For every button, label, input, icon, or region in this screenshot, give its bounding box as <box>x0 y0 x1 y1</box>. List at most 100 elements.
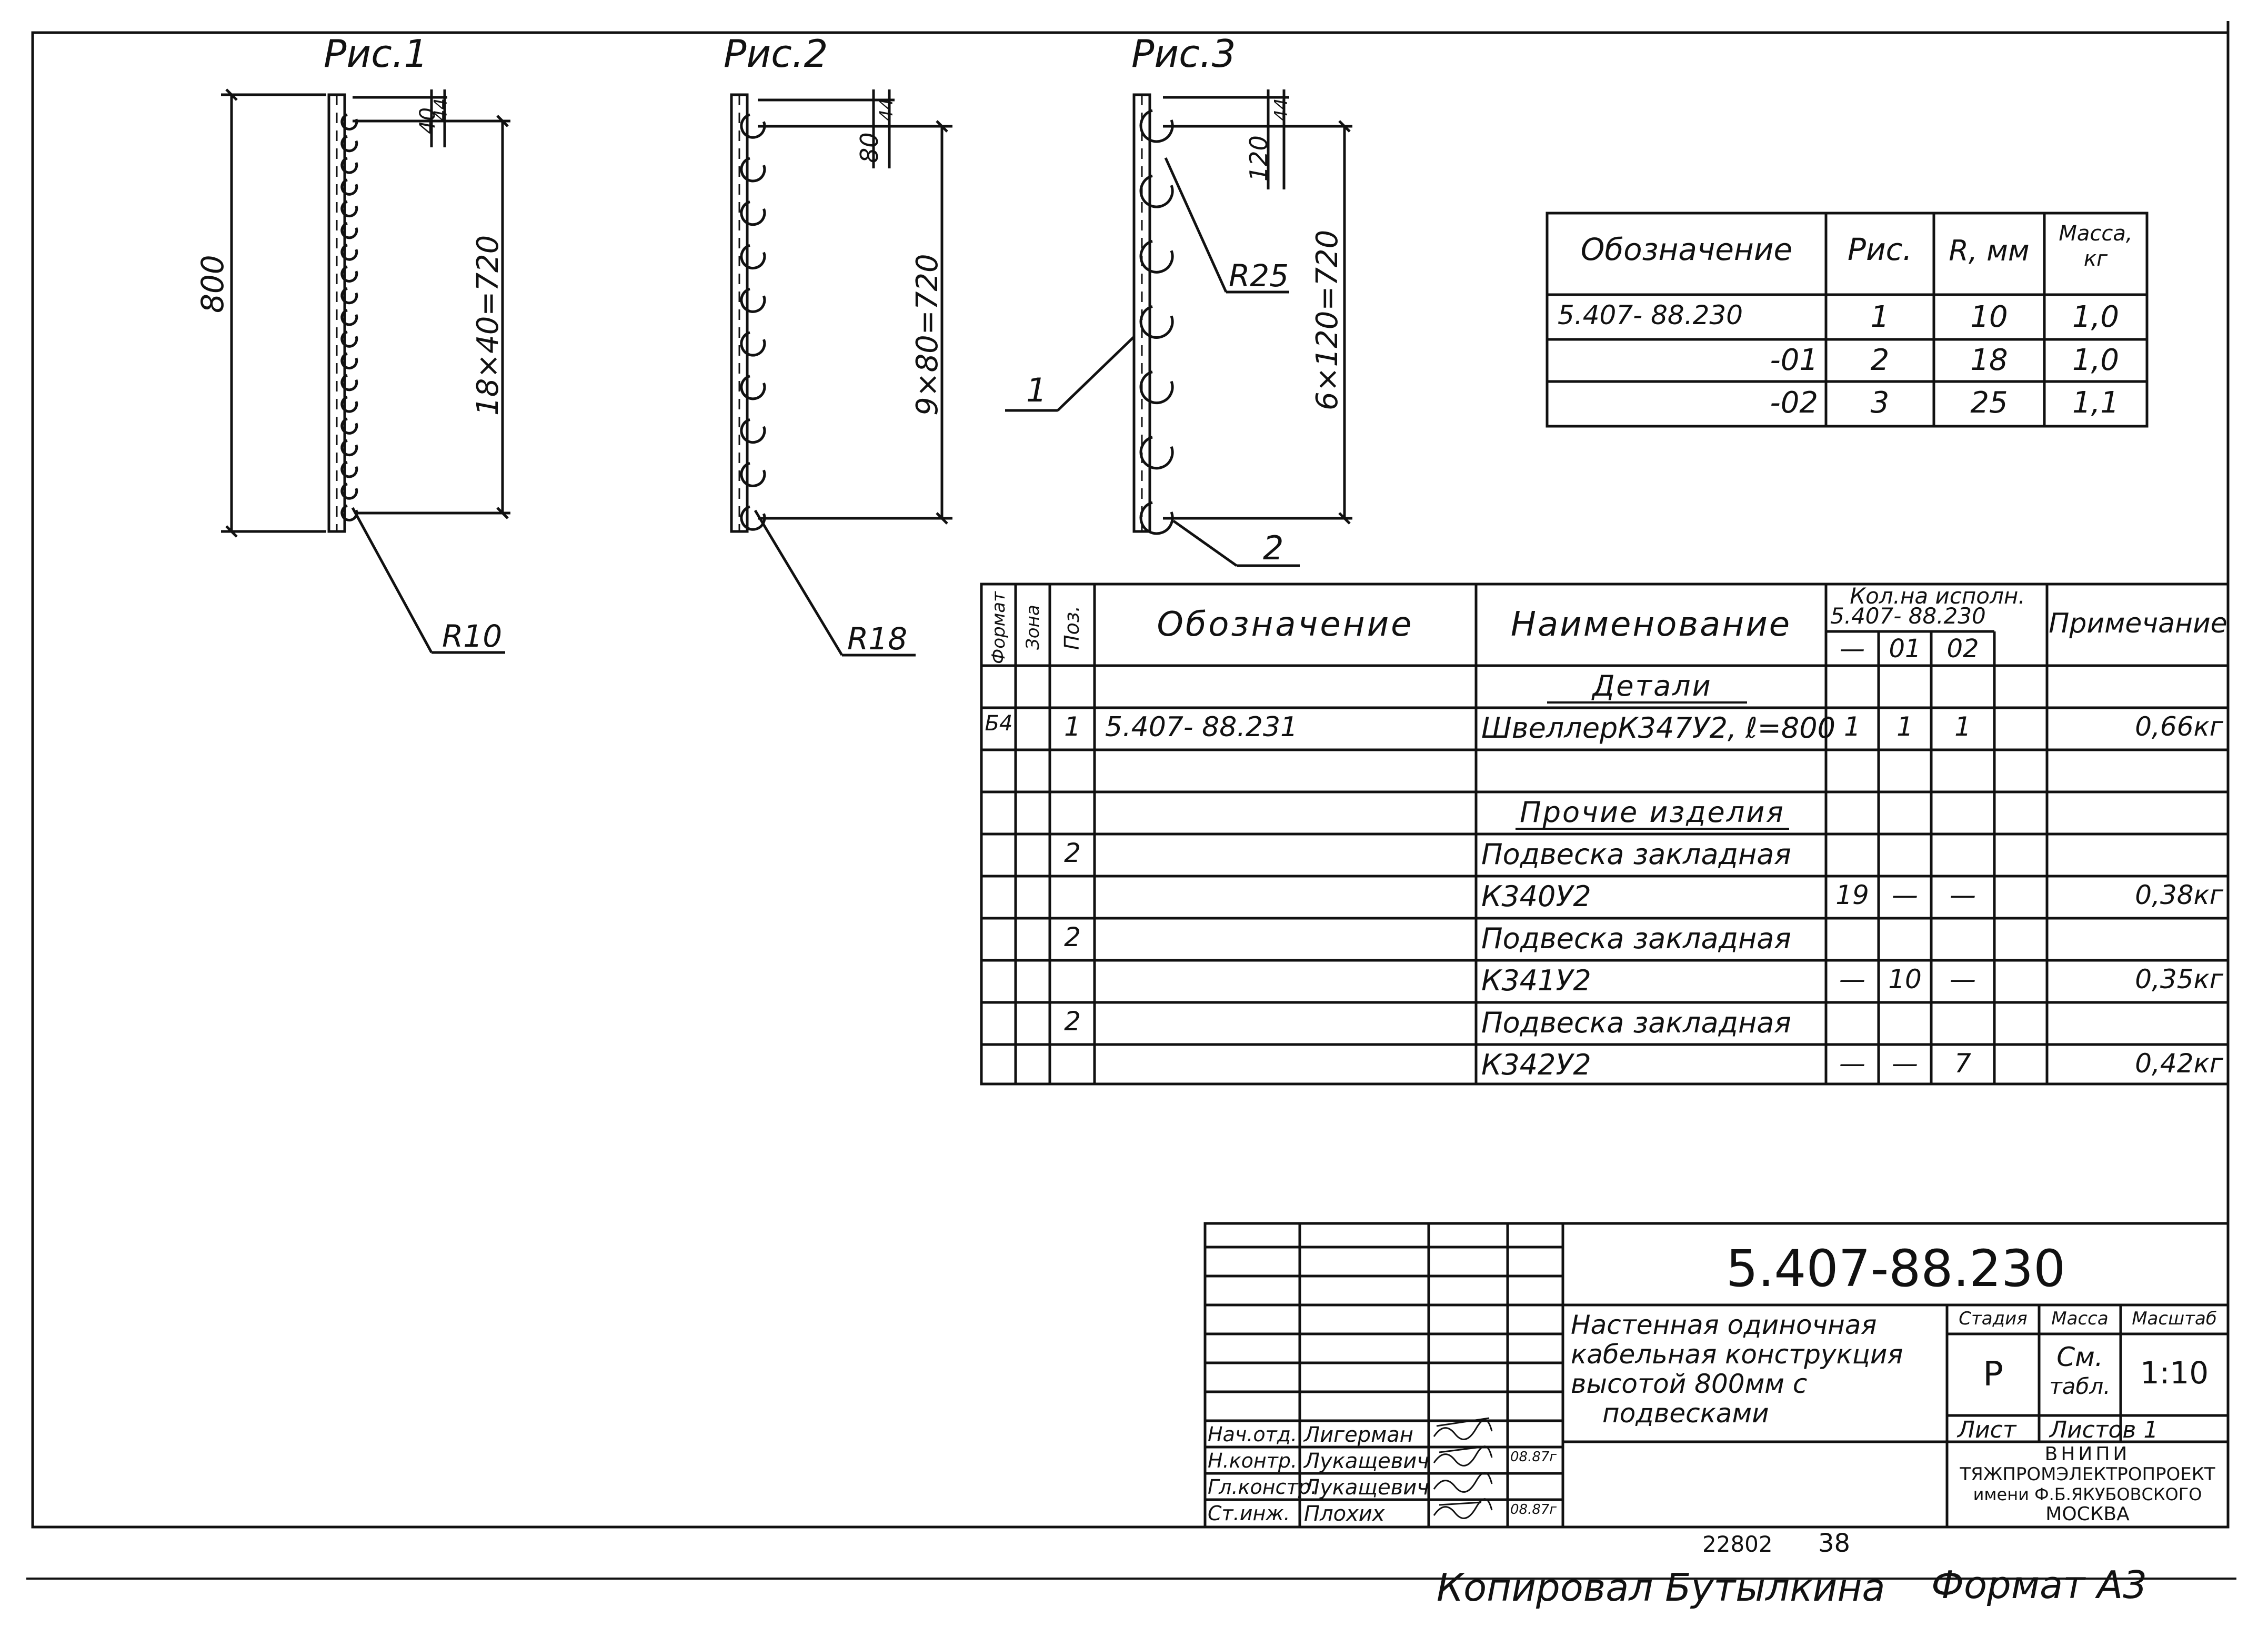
spec-row-2-note: 0,66кг <box>2135 711 2223 742</box>
signature-2 <box>1433 1445 1493 1467</box>
hooks-1-hook <box>340 157 358 174</box>
figure-2-step2-dim: 44 <box>876 98 897 121</box>
hooks-3-hook <box>1139 109 1174 143</box>
spec-header-qty-base: — <box>1840 634 1865 664</box>
approval-4-date: 08.87г <box>1510 1502 1557 1518</box>
hooks-1-hook <box>340 309 358 326</box>
spec-row-10-q2: 7 <box>1954 1048 1971 1079</box>
variants-row-2-radius: 18 <box>1970 343 2008 377</box>
spec-row-7-pos: 2 <box>1064 922 1081 952</box>
spec-header-qty-doc: 5.407- 88.230 <box>1830 603 1986 629</box>
figure-1-overall-dim: 800 <box>195 255 230 313</box>
approval-3-role: Гл.констр. <box>1208 1475 1317 1499</box>
spec-row-4-name-heading: Прочие изделия <box>1520 796 1785 829</box>
drawing-title-line-1: Настенная одиночная <box>1571 1310 1877 1340</box>
hooks-3-hook <box>1139 501 1174 535</box>
figure-1-radius: R10 <box>442 618 503 654</box>
hooks-1-hook <box>340 178 358 196</box>
hooks-2-hook <box>740 331 766 357</box>
drawing-title-line-3: высотой 800мм с <box>1571 1369 1808 1399</box>
variants-table-grid <box>1546 212 2149 428</box>
spec-row-10-name: К342У2 <box>1481 1048 1591 1081</box>
spec-row-2-format: Б4 <box>985 711 1013 736</box>
spec-row-2-q0: 1 <box>1844 711 1861 742</box>
spec-header-zone: Зона <box>1022 605 1043 650</box>
spec-table-grid <box>980 583 2230 1086</box>
sheet-format: Формат А3 <box>1931 1563 2147 1607</box>
hooks-1-hook <box>340 330 358 348</box>
archive-page: 38 <box>1818 1529 1851 1558</box>
sheets-label: Листов 1 <box>2050 1417 2159 1443</box>
spec-header-note: Примечание <box>2049 608 2227 639</box>
spec-row-10-q1: — <box>1892 1048 1918 1079</box>
figure-1-hooks <box>340 113 358 521</box>
figure-2-title: Рис.2 <box>724 32 828 76</box>
hooks-2-hook <box>740 113 766 139</box>
variants-row-1-designation: 5.407- 88.230 <box>1558 300 1743 330</box>
spec-header-qty-01: 01 <box>1889 634 1921 664</box>
variants-row-1-radius: 10 <box>1970 300 2008 334</box>
signatures <box>1433 1417 1493 1519</box>
organization-line-1: ВНИПИ <box>2044 1443 2131 1465</box>
signature-1 <box>1433 1417 1493 1440</box>
variants-header-radius: R, мм <box>1949 234 2030 267</box>
hooks-3-hook <box>1139 174 1174 208</box>
spec-row-5-name: Подвеска закладная <box>1481 838 1791 871</box>
spec-row-6-note: 0,38кг <box>2135 880 2223 910</box>
signature-3 <box>1433 1472 1493 1493</box>
hooks-2-hook <box>740 244 766 269</box>
spec-header-qty-title: Кол.на исполн. <box>1850 583 2025 609</box>
organization-line-4: МОСКВА <box>2045 1503 2130 1525</box>
figure-1-title: Рис.1 <box>324 32 428 76</box>
figure-3-drawing <box>1005 89 1352 567</box>
variants-row-3-figure: 3 <box>1870 386 1890 420</box>
organization-line-3: имени Ф.Б.ЯКУБОВСКОГО <box>1973 1484 2202 1504</box>
approval-4-role: Ст.инж. <box>1208 1502 1290 1525</box>
figure-3-radius: R25 <box>1229 258 1289 294</box>
organization-line-2: ТЯЖПРОМЭЛЕКТРОПРОЕКТ <box>1960 1464 2215 1485</box>
spec-row-8-note: 0,35кг <box>2135 964 2223 995</box>
hooks-1-hook <box>340 352 358 370</box>
doc-number: 5.407-88.230 <box>1725 1239 2066 1298</box>
variants-header-designation: Обозначение <box>1580 232 1793 267</box>
approval-1-role: Нач.отд. <box>1208 1423 1298 1446</box>
variants-row-2-figure: 2 <box>1870 343 1890 377</box>
mass-value-2: табл. <box>2049 1373 2111 1399</box>
spec-row-1-name-heading: Детали <box>1592 669 1712 702</box>
spec-row-6-q1: — <box>1892 880 1918 910</box>
spec-row-10-note: 0,42кг <box>2135 1048 2223 1079</box>
spec-row-8-name: К341У2 <box>1481 964 1591 997</box>
figure-3-span-dim: 6×120=720 <box>1310 229 1344 410</box>
spec-row-7-name: Подвеска закладная <box>1481 922 1791 955</box>
spec-row-6-name: К340У2 <box>1481 880 1591 913</box>
approval-2-name: Лукащевич <box>1304 1449 1429 1473</box>
hooks-1-hook <box>340 461 358 478</box>
stage-value: Р <box>1983 1355 2003 1394</box>
hooks-1-hook <box>340 200 358 218</box>
hooks-3-hook <box>1139 370 1174 405</box>
approval-2-role: Н.контр. <box>1208 1449 1298 1472</box>
figure-2-hooks <box>740 113 766 531</box>
hooks-2-hook <box>740 157 766 183</box>
variants-row-3-designation: -02 <box>1770 386 1818 420</box>
hooks-1-hook <box>340 439 358 457</box>
organization: ВНИПИ ТЯЖПРОМЭЛЕКТРОПРОЕКТ имени Ф.Б.ЯКУ… <box>1947 1444 2228 1524</box>
figure-3-title: Рис.3 <box>1131 32 1236 76</box>
variants-row-3-radius: 25 <box>1970 386 2008 420</box>
title-block-grid <box>1203 1222 2230 1529</box>
hooks-2-hook <box>740 461 766 487</box>
stage-label: Стадия <box>1959 1308 2028 1329</box>
approval-2-date: 08.87г <box>1510 1449 1557 1465</box>
spec-row-8-q1: 10 <box>1888 964 1922 995</box>
figure-2-step-dim: 80 <box>855 132 884 163</box>
approval-4-name: Плохих <box>1304 1502 1385 1526</box>
hooks-2-hook <box>740 200 766 226</box>
spec-row-6-q2: — <box>1950 880 1976 910</box>
variants-header-figure: Рис. <box>1848 232 1912 267</box>
variants-row-1-figure: 1 <box>1870 300 1890 334</box>
hooks-3-hook <box>1139 305 1174 339</box>
hooks-1-hook <box>340 374 358 391</box>
figure-3-position-2: 2 <box>1263 529 1284 567</box>
sheet-label: Лист <box>1958 1417 2016 1443</box>
